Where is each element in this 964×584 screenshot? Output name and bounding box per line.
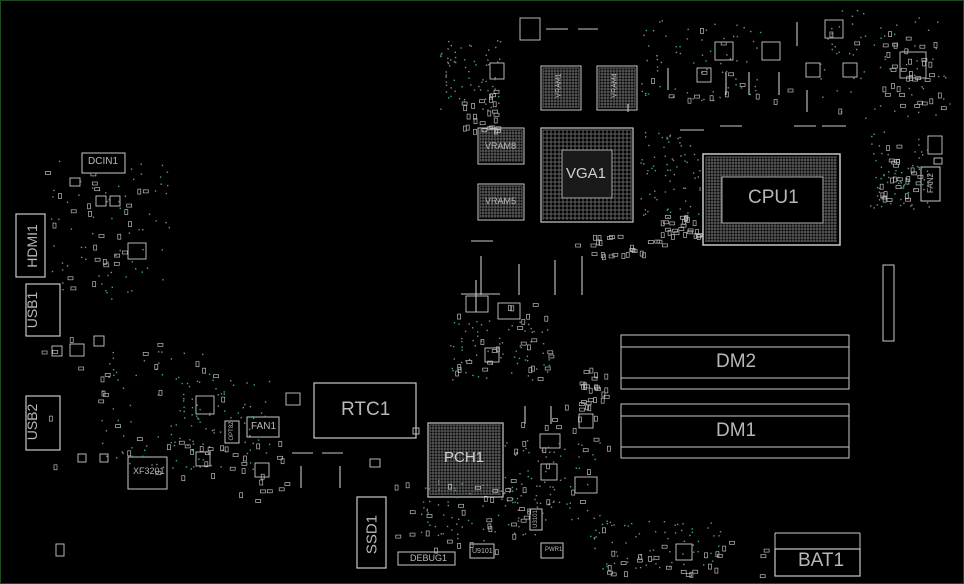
ssd-label[interactable]: SSD1 — [363, 514, 381, 555]
chip-outline — [93, 335, 105, 347]
battery-label[interactable]: BAT1 — [798, 550, 845, 571]
chip-outline — [55, 543, 65, 557]
chip-outline — [69, 177, 81, 187]
via-field — [50, 10, 951, 570]
hdmi-label[interactable]: HDMI1 — [24, 224, 40, 268]
vga-die — [561, 149, 613, 199]
usb1-outline — [25, 283, 61, 337]
usb2-outline — [25, 395, 61, 451]
pch-package-outline — [427, 422, 504, 498]
debug-label[interactable]: DEBUG1 — [410, 553, 448, 563]
chip-outline — [127, 242, 147, 260]
dcin-label[interactable]: DCIN1 — [88, 156, 119, 167]
chip-outline — [899, 51, 927, 79]
chip-outline — [195, 451, 211, 467]
fan2-label[interactable]: FAN2 — [926, 173, 935, 194]
vga-label[interactable]: VGA1 — [566, 165, 607, 182]
chip-outline — [540, 463, 558, 481]
rtc-outline — [313, 382, 417, 439]
ssd-outline — [356, 496, 387, 569]
passive-components — [41, 28, 947, 579]
chip-outline — [761, 41, 781, 61]
chip-outline — [675, 543, 693, 561]
vga-package-outline — [540, 127, 634, 223]
vram5-label[interactable]: VRAM5 — [485, 196, 517, 206]
opt82-outline — [224, 420, 240, 444]
dimm-top-outline — [620, 334, 850, 390]
chip-outline — [77, 453, 87, 463]
vram4-balls — [598, 67, 636, 108]
chip-outline — [933, 157, 943, 165]
vram8-label[interactable]: VRAM8 — [485, 141, 517, 151]
chip-outline — [412, 427, 420, 435]
cpu-die — [721, 176, 824, 224]
u3101-label[interactable]: U3101 — [533, 510, 539, 528]
u3101-outline — [529, 508, 543, 531]
chip-outline — [497, 302, 521, 320]
fan1-outline — [246, 416, 280, 438]
chip-outline — [465, 295, 489, 313]
vram8-balls — [479, 129, 523, 162]
vram5-outline — [477, 183, 525, 221]
hdmi-outline — [15, 213, 46, 278]
chip-outline — [574, 476, 598, 494]
vram1-balls — [542, 67, 580, 108]
chip-outline — [824, 19, 844, 39]
pch-label[interactable]: PCH1 — [444, 449, 485, 466]
u9101-label[interactable]: U9101 — [472, 548, 493, 555]
fan1-label[interactable]: FAN1 — [251, 421, 277, 432]
chip-outline — [927, 135, 943, 155]
usb1-label[interactable]: USB1 — [24, 291, 40, 329]
chip-outline — [519, 17, 541, 41]
dcin-outline — [81, 152, 126, 174]
chip-outline — [696, 67, 712, 83]
pwr1-label[interactable]: PWR1 — [545, 547, 563, 553]
dimm-bottom-outline — [620, 403, 850, 459]
chip-outline — [95, 195, 107, 207]
chip-outline — [484, 347, 500, 363]
rtc-label[interactable]: RTC1 — [341, 399, 391, 420]
dimm-top-label[interactable]: DM2 — [716, 351, 757, 372]
pch-ball-grid — [429, 424, 501, 495]
chip-outline — [285, 392, 301, 406]
chip-outline — [69, 343, 85, 357]
usb2-label[interactable]: USB2 — [24, 403, 40, 441]
battery-outline — [774, 548, 861, 577]
vram4-label[interactable]: VRAM4 — [611, 73, 619, 98]
dimm-bottom-label[interactable]: DM1 — [716, 420, 757, 441]
chip-outline — [99, 453, 109, 463]
opt82-label[interactable]: OPT82 — [229, 421, 235, 441]
chip-outline — [578, 413, 594, 429]
chip-outline — [539, 433, 561, 449]
chip-outline — [195, 395, 215, 415]
vram1-outline — [540, 65, 582, 111]
xf3201-outline — [127, 456, 168, 490]
vram1-label[interactable]: VRAM1 — [555, 73, 563, 98]
vram4-outline — [596, 65, 638, 111]
chip-outline — [369, 458, 381, 468]
cpu-label[interactable]: CPU1 — [748, 187, 799, 208]
chip-outline — [842, 62, 858, 78]
chip-outline — [254, 462, 270, 478]
vram5-balls — [479, 185, 523, 218]
chip-outline — [109, 195, 121, 207]
cpu-package-outline — [702, 153, 841, 246]
u9101-outline — [469, 543, 495, 559]
debug-outline — [397, 551, 456, 566]
pwr1-outline — [540, 542, 564, 559]
chip-outline — [51, 345, 63, 357]
fan2-connector-strip — [882, 264, 895, 342]
xf3201-label[interactable]: XF3201 — [133, 466, 165, 476]
chip-outline — [489, 62, 505, 80]
chip-outline — [805, 62, 821, 78]
